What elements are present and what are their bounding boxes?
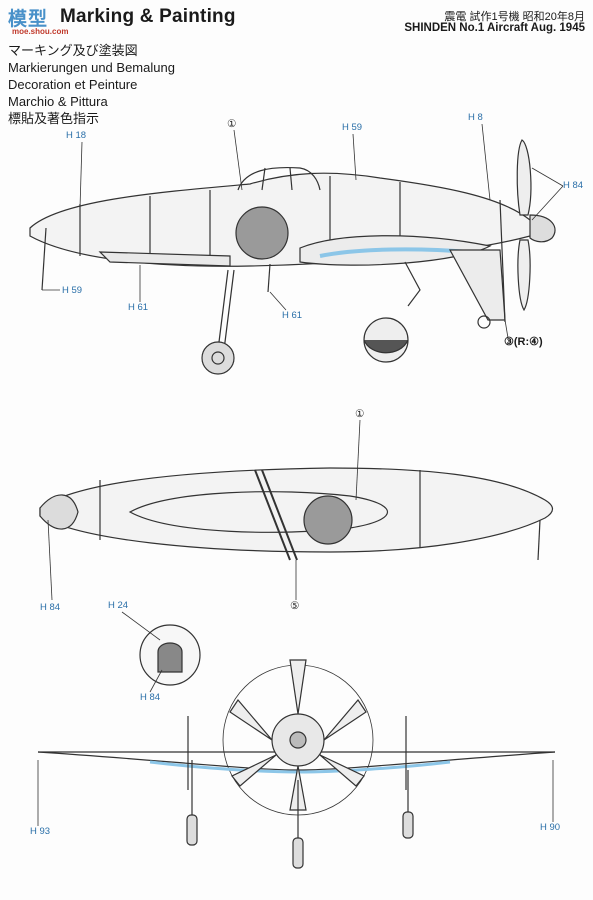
label-h59-left: H 59 bbox=[62, 285, 83, 296]
label-h84-nose: H 84 bbox=[40, 602, 61, 613]
subtitle-it: Marchio & Pittura bbox=[8, 94, 108, 109]
watermark-logo: 模型 bbox=[8, 9, 49, 30]
label-h61-b: H 61 bbox=[282, 310, 303, 321]
subtitle-de: Markierungen und Bemalung bbox=[8, 60, 175, 75]
marking-1-mid: ① bbox=[355, 408, 365, 420]
label-h90: H 90 bbox=[540, 822, 561, 833]
label-h24: H 24 bbox=[108, 600, 129, 611]
label-h61-a: H 61 bbox=[128, 302, 149, 313]
label-h59-top: H 59 bbox=[342, 122, 363, 133]
marking-1-top: ① bbox=[227, 118, 237, 130]
label-h8: H 8 bbox=[468, 112, 483, 123]
hinomaru-insignia bbox=[235, 206, 289, 260]
subtitle-zh: 標貼及著色指示 bbox=[8, 111, 100, 126]
label-h93: H 93 bbox=[30, 826, 51, 837]
subtitle-fr: Decoration et Peinture bbox=[8, 77, 138, 92]
hinomaru-insignia-top bbox=[303, 495, 353, 545]
side-view-aircraft bbox=[29, 139, 556, 375]
label-h84-detail: H 84 bbox=[140, 692, 161, 703]
top-view-aircraft bbox=[39, 467, 554, 561]
marking-3: ③(R:④) bbox=[504, 336, 543, 348]
page-title: Marking & Painting bbox=[60, 6, 236, 27]
front-view-aircraft bbox=[37, 659, 556, 869]
subtitle-jp: マーキング及び塗装図 bbox=[8, 43, 138, 58]
aircraft-caption-jp: 震電 試作1号機 昭和20年8月 bbox=[444, 11, 585, 23]
aircraft-caption-en: SHINDEN No.1 Aircraft Aug. 1945 bbox=[404, 22, 585, 34]
marking-5: ⑤ bbox=[290, 600, 300, 612]
label-h18: H 18 bbox=[66, 130, 87, 141]
watermark-url: moe.shou.com bbox=[12, 27, 69, 36]
label-h84-prop: H 84 bbox=[563, 180, 584, 191]
